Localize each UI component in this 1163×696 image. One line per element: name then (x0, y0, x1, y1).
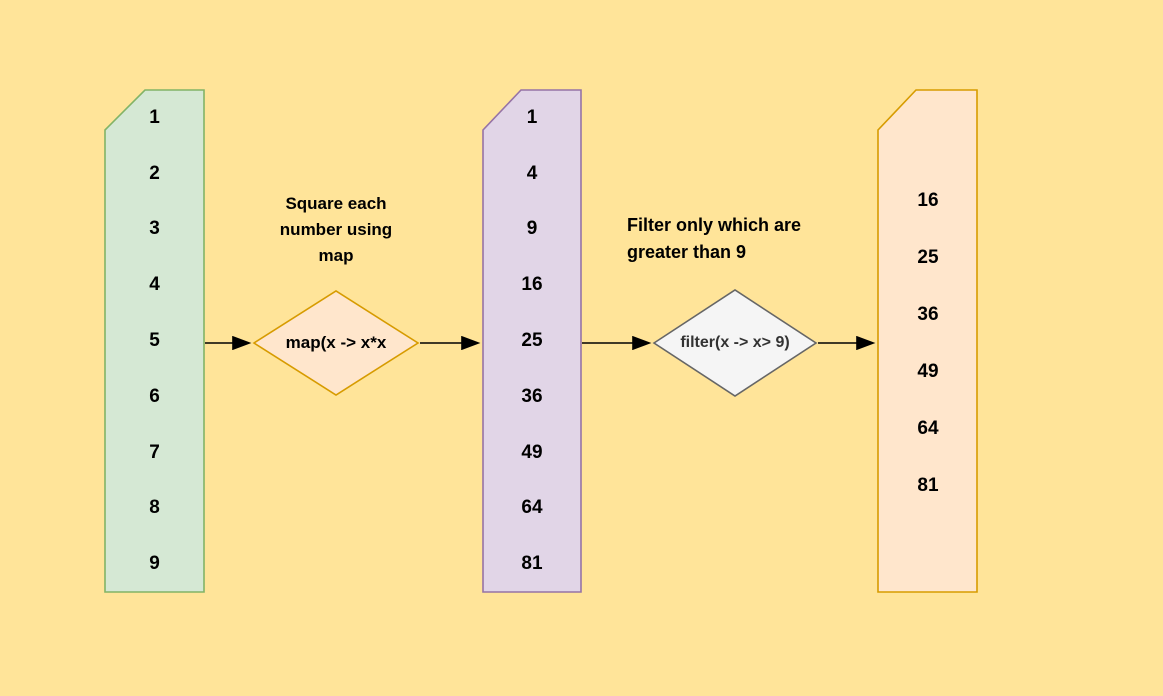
list-value: 81 (917, 474, 939, 496)
map-step-label-line: map (318, 246, 354, 265)
list-value: 49 (917, 360, 939, 382)
list-value: 64 (917, 417, 939, 439)
filtered-list-values: 16 25 36 49 64 81 (878, 172, 978, 514)
list-value: 4 (526, 162, 538, 184)
list-value: 36 (521, 385, 543, 407)
list-value: 6 (149, 385, 160, 407)
list-value: 7 (149, 441, 160, 463)
list-value: 49 (521, 441, 543, 463)
list-value: 5 (149, 330, 160, 352)
list-value: 2 (149, 162, 160, 184)
map-diamond-shape (252, 290, 420, 396)
map-step-label-line: Square each (285, 194, 387, 213)
list-value: 25 (917, 246, 939, 268)
filter-step-label: Filter only which are greater than 9 (627, 212, 867, 266)
list-value: 8 (149, 497, 160, 519)
map-step-label-line: number using (279, 220, 393, 239)
list-value: 25 (521, 330, 543, 352)
squared-list-shape (482, 89, 582, 593)
list-value: 16 (917, 189, 939, 211)
filter-diamond-shape (652, 289, 818, 397)
list-value: 1 (526, 106, 538, 128)
filter-step-label-line: greater than 9 (627, 242, 747, 262)
filtered-list-shape (877, 89, 978, 593)
list-value: 64 (521, 497, 543, 519)
list-value: 1 (149, 106, 160, 128)
list-value: 9 (526, 218, 538, 240)
input-list-shape (104, 89, 205, 593)
filter-step-label-line: Filter only which are (627, 215, 802, 235)
list-value: 4 (149, 274, 160, 296)
squared-list-values: 1 4 9 16 25 36 49 64 81 (483, 90, 581, 592)
list-value: 3 (149, 218, 160, 240)
list-value: 36 (917, 303, 939, 325)
filter-node-text: filter(x -> x> 9) (680, 334, 790, 351)
list-value: 81 (521, 553, 543, 575)
list-value: 16 (521, 274, 543, 296)
input-list-values: 1 2 3 4 5 6 7 8 9 (105, 90, 204, 592)
map-node-text: map(x -> x*x (285, 333, 387, 352)
list-value: 9 (149, 553, 160, 575)
map-step-label: Square each number using map (246, 191, 426, 269)
